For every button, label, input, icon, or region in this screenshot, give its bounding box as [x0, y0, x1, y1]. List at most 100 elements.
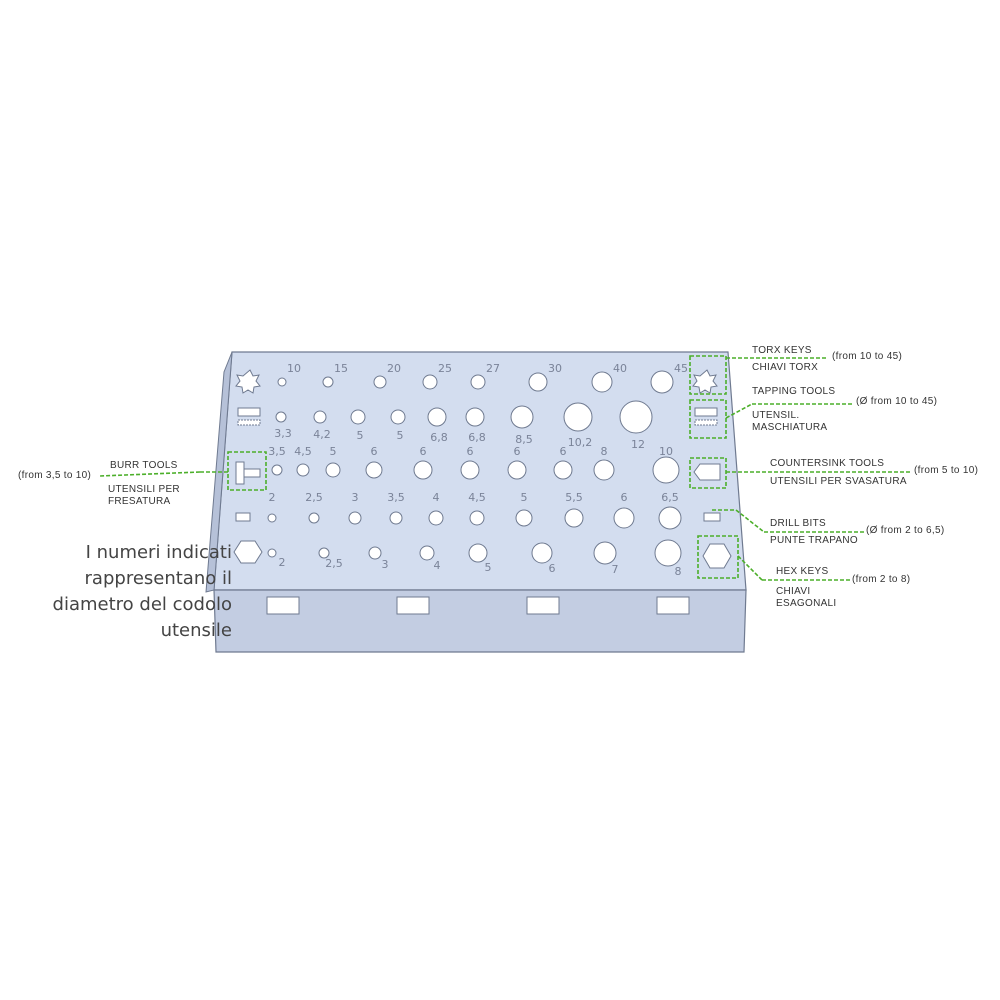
countersink-range: (from 5 to 10) [914, 465, 979, 476]
burr-hole [413, 460, 433, 480]
tapping-hole [427, 407, 447, 427]
tapping-range: (Ø from 10 to 45) [856, 396, 938, 407]
hex-size-label: 7 [612, 563, 619, 576]
front-slots [266, 596, 690, 615]
hex-hole [654, 539, 682, 567]
hex-size-label: 2 [279, 556, 286, 569]
drill-size-label: 6,5 [661, 491, 679, 504]
hex-hole [368, 546, 382, 560]
burr-subtitle-2: FRESATURA [108, 496, 171, 507]
note-line: utensile [160, 620, 232, 641]
burr-hole [365, 461, 383, 479]
drill-slot-left [235, 512, 251, 522]
torx-hole [528, 372, 548, 392]
tapping-hole [619, 400, 653, 434]
burr-size-label: 8 [601, 445, 608, 458]
drill-size-label: 4,5 [468, 491, 486, 504]
hex-range: (from 2 to 8) [852, 574, 911, 585]
burr-range: (from 3,5 to 10) [18, 470, 92, 481]
drill-size-label: 4 [433, 491, 440, 504]
burr-callout-box [227, 451, 267, 491]
callout-lines [99, 355, 912, 581]
drill-range: (Ø from 2 to 6,5) [866, 525, 945, 536]
drill-size-label: 3 [352, 491, 359, 504]
torx-callout-box [689, 355, 727, 395]
drill-subtitle: PUNTE TRAPANO [770, 535, 858, 546]
torx-size-label: 45 [674, 362, 688, 375]
tapping-callout-box [689, 399, 727, 439]
burr-subtitle: UTENSILI PER [108, 484, 180, 495]
tap-symbol-right [694, 407, 718, 426]
tapping-hole [390, 409, 406, 425]
torx-size-label: 40 [613, 362, 627, 375]
hex-hole [419, 545, 435, 561]
torx-size-label: 27 [486, 362, 500, 375]
drill-hole [515, 509, 533, 527]
burr-hole [507, 460, 527, 480]
hex-size-label: 3 [382, 558, 389, 571]
tapping-size-label: 12 [631, 438, 645, 451]
torx-hole [591, 371, 613, 393]
torx-subtitle: CHIAVI TORX [752, 362, 819, 373]
note-line: I numeri indicati [85, 542, 232, 563]
burr-size-label: 6 [560, 445, 567, 458]
torx-hole [322, 376, 334, 388]
hex-size-label: 2,5 [325, 557, 343, 570]
torx-hole [422, 374, 438, 390]
hex-size-label: 5 [485, 561, 492, 574]
drill-hole [658, 506, 682, 530]
burr-hole [553, 460, 573, 480]
drill-hole [389, 511, 403, 525]
hex-hole [267, 548, 277, 558]
torx-range: (from 10 to 45) [832, 351, 903, 362]
burr-size-label: 10 [659, 445, 673, 458]
torx-hole [470, 374, 486, 390]
hex-size-label: 8 [675, 565, 682, 578]
burr-size-label: 6 [514, 445, 521, 458]
countersink-callout-box [689, 457, 727, 489]
drill-hole [308, 512, 320, 524]
tapping-hole [563, 402, 593, 432]
tap-symbol-left [237, 407, 261, 426]
drill-size-label: 2 [269, 491, 276, 504]
drill-hole [564, 508, 584, 528]
drill-hole [267, 513, 277, 523]
burr-hole [593, 459, 615, 481]
note-line: rappresentano il [84, 568, 232, 589]
torx-size-label: 10 [287, 362, 301, 375]
burr-size-label: 5 [330, 445, 337, 458]
hex-subtitle: CHIAVI [776, 586, 811, 597]
burr-size-label: 6 [467, 445, 474, 458]
front-slot [266, 596, 300, 615]
drill-size-label: 6 [621, 491, 628, 504]
drill-size-label: 5,5 [565, 491, 583, 504]
tapping-hole [275, 411, 287, 423]
burr-size-label: 3,5 [268, 445, 286, 458]
countersink-subtitle: UTENSILI PER SVASATURA [770, 476, 907, 487]
torx-hole [373, 375, 387, 389]
countersink-symbol-right [693, 463, 721, 481]
tapping-size-label: 3,3 [274, 427, 292, 440]
hex-hole [318, 547, 330, 559]
torx-hole [650, 370, 674, 394]
tapping-hole [465, 407, 485, 427]
hex-hole [468, 543, 488, 563]
hex-subtitle-2: ESAGONALI [776, 598, 837, 609]
drill-hole [348, 511, 362, 525]
drill-hole [613, 507, 635, 529]
tapping-leader [725, 403, 753, 419]
burr-title: BURR TOOLS [110, 460, 178, 471]
hex-hole [531, 542, 553, 564]
hex-size-label: 6 [549, 562, 556, 575]
tapping-title: TAPPING TOOLS [752, 386, 836, 397]
torx-title: TORX KEYS [752, 345, 812, 356]
countersink-title: COUNTERSINK TOOLS [770, 458, 885, 469]
burr-hole [296, 463, 310, 477]
rack-front-face [213, 589, 747, 653]
hex-title: HEX KEYS [776, 566, 829, 577]
torx-size-label: 20 [387, 362, 401, 375]
hex-symbol-right [702, 543, 732, 569]
front-slot [656, 596, 690, 615]
tapping-size-label: 4,2 [313, 428, 331, 441]
